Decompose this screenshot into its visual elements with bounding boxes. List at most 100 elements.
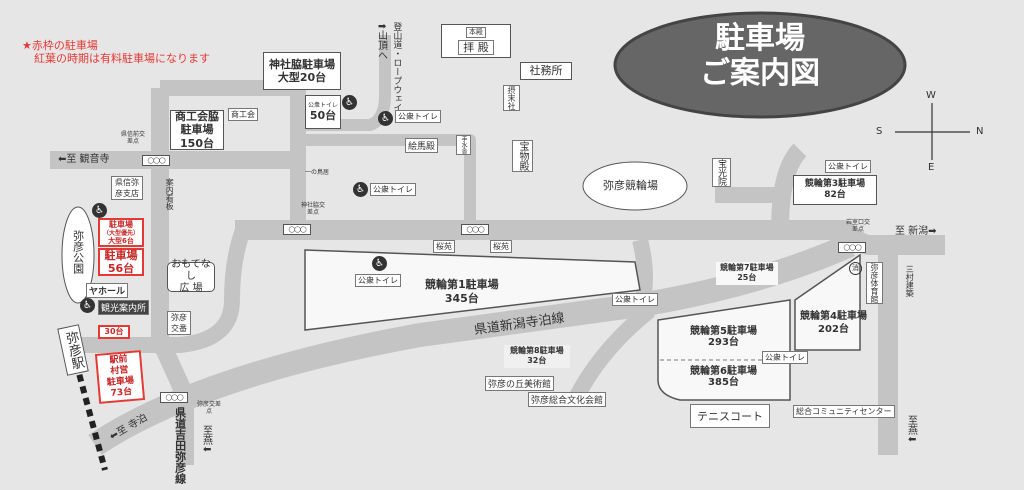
wheelchair-icon: ♿ bbox=[378, 111, 393, 126]
parking-30[interactable]: 30台 bbox=[98, 325, 130, 339]
ichinotorii: 一の鳥居 bbox=[305, 169, 330, 176]
parking-note: （大型優先） bbox=[102, 229, 139, 237]
sakuraen-left: 桜苑 bbox=[433, 240, 455, 253]
parking-name: 競輪第6駐車場 bbox=[690, 366, 757, 377]
title-ellipse bbox=[613, 11, 907, 119]
yahiko-park: 弥彦公園 bbox=[71, 230, 85, 274]
notice: ★赤枠の駐車場 紅葉の時期は有料駐車場になります bbox=[22, 39, 210, 65]
mimura-builder: 三村建築 bbox=[905, 265, 915, 297]
intersection-yahiko: 弥彦交差点 bbox=[196, 401, 221, 415]
setsumatsusha: 摂末社 bbox=[503, 85, 520, 111]
haiden-label: 拝 殿 bbox=[458, 39, 494, 55]
museum: 弥彦の丘美術館 bbox=[485, 376, 555, 391]
omotenashi-plaza: おもてなし 広 場 bbox=[167, 259, 215, 294]
parking-count: 30台 bbox=[104, 327, 124, 337]
parking-count: 大型6台 bbox=[108, 236, 134, 245]
shamusho: 社務所 bbox=[520, 62, 572, 80]
parking-name: 競輪第8駐車場 bbox=[510, 346, 564, 355]
parking-keirin8[interactable]: 競輪第8駐車場 32台 bbox=[504, 345, 570, 368]
parking-count: 大型20台 bbox=[277, 71, 327, 84]
parking-name: 駐車場 bbox=[109, 219, 133, 229]
omotenashi-line2: 広 場 bbox=[179, 283, 203, 294]
parking-count: 32台 bbox=[527, 356, 547, 366]
shokokai: 商工会 bbox=[228, 108, 258, 121]
direction-mountain-path: 登山道・ロープウェイ bbox=[391, 22, 402, 112]
compass-e: E bbox=[928, 162, 935, 173]
notice-line2: 紅葉の時期は有料駐車場になります bbox=[34, 51, 210, 65]
intersection-jinja: 神社脇交差点 bbox=[300, 202, 325, 216]
road-label-yoshida-yahiko: 県道吉田弥彦線 bbox=[173, 407, 187, 484]
compass-n: N bbox=[976, 126, 984, 137]
tourist-info: 観光案内所 bbox=[98, 300, 150, 315]
parking-name2: 駐車場 bbox=[180, 123, 214, 137]
toilet-label: 公衆トイレ bbox=[612, 293, 658, 306]
parking-keirin4[interactable]: 競輪第4駐車場 202台 bbox=[800, 310, 867, 336]
parking-name: 競輪第7駐車場 bbox=[720, 263, 774, 272]
parking-count: 150台 bbox=[180, 136, 214, 150]
compass-w: W bbox=[926, 90, 936, 101]
temizusha: 手水舎 bbox=[456, 135, 471, 155]
parking-keirin1[interactable]: 競輪第1駐車場 345台 bbox=[425, 278, 499, 307]
parking-count: 56台 bbox=[107, 262, 135, 275]
direction-tsubame-right: 至燕⬇ bbox=[905, 415, 917, 444]
bank: 県信弥彦支店 bbox=[111, 176, 143, 200]
info-board: 案内看板 bbox=[165, 178, 175, 210]
wheelchair-icon: ♿ bbox=[92, 203, 107, 218]
title-line1: 駐車場 bbox=[715, 21, 805, 56]
parking-keirin5[interactable]: 競輪第5駐車場 293台 bbox=[690, 326, 757, 348]
parking-shrine-side[interactable]: 神社脇駐車場 大型20台 bbox=[263, 52, 341, 90]
compass-icon bbox=[895, 103, 970, 160]
intersection-iwamuro: 岩室口交差点 bbox=[845, 219, 870, 233]
notice-line1: ★赤枠の駐車場 bbox=[22, 39, 98, 52]
parking-56[interactable]: 駐車場 56台 bbox=[98, 248, 144, 276]
parking-keirin3[interactable]: 競輪第3駐車場 82台 bbox=[793, 175, 877, 205]
traffic-signal-icon: ◯◯◯ bbox=[142, 155, 170, 166]
culture-hall: 弥彦総合文化会館 bbox=[528, 392, 607, 407]
wheelchair-icon: ♿ bbox=[353, 182, 368, 197]
parking-shokokai[interactable]: 商工会脇 駐車場 150台 bbox=[170, 110, 224, 150]
title-line2: ご案内図 bbox=[700, 55, 820, 91]
parking-keirin7[interactable]: 競輪第7駐車場 25台 bbox=[716, 262, 778, 285]
parking-station-front[interactable]: 駅前 村営 駐車場 73台 bbox=[94, 350, 146, 404]
yahall: ヤホール bbox=[86, 283, 129, 298]
parking-count: 82台 bbox=[824, 190, 846, 200]
wheelchair-icon: ♿ bbox=[342, 95, 357, 110]
parking-50[interactable]: 公衆トイレ 50台 bbox=[305, 95, 341, 129]
direction-summit: ⬆山頂へ bbox=[375, 22, 387, 61]
keirin56-lot bbox=[657, 299, 791, 401]
parking-large-priority[interactable]: 駐車場 （大型優先） 大型6台 bbox=[98, 218, 144, 247]
parking-keirin6[interactable]: 競輪第6駐車場 385台 bbox=[690, 366, 757, 388]
parking-count: 25台 bbox=[737, 273, 757, 283]
fire-station-icon: 消 bbox=[849, 262, 862, 275]
emaden: 絵馬殿 bbox=[405, 138, 439, 153]
parking-name: 競輪第4駐車場 bbox=[800, 311, 867, 322]
road-left-vertical bbox=[151, 88, 194, 465]
keirin4-lot bbox=[794, 253, 861, 351]
toilet-label: 公衆トイレ bbox=[762, 351, 808, 364]
tennis-court: テニスコート bbox=[690, 404, 770, 428]
parking-name: 競輪第1駐車場 bbox=[425, 278, 499, 291]
map-title: 駐車場 ご案内図 bbox=[660, 21, 860, 91]
wheelchair-icon: ♿ bbox=[372, 256, 387, 271]
parking-count: 202台 bbox=[818, 324, 849, 335]
parking-count: 73台 bbox=[110, 386, 133, 399]
direction-niigata: 至 新潟➡ bbox=[895, 226, 937, 237]
parking-name: 競輪第3駐車場 bbox=[804, 179, 866, 190]
parking-name: 神社脇駐車場 bbox=[269, 57, 335, 71]
parking-count: 50台 bbox=[309, 109, 337, 122]
parking-count: 293台 bbox=[708, 337, 739, 348]
parking-name: 競輪第5駐車場 bbox=[690, 326, 757, 337]
hokoin: 宝光院 bbox=[712, 158, 731, 187]
toilet-label: 公衆トイレ bbox=[395, 110, 441, 123]
traffic-signal-icon: ◯◯◯ bbox=[461, 224, 489, 235]
road-main bbox=[235, 220, 945, 255]
gym: 弥彦体育館 bbox=[866, 262, 883, 304]
yahiko-velodrome: 弥彦競輪場 bbox=[603, 179, 658, 192]
road-keirin3 bbox=[771, 143, 807, 231]
traffic-signal-icon: ◯◯◯ bbox=[838, 242, 866, 253]
omotenashi-line1: おもてなし bbox=[171, 259, 211, 282]
road-prefectural bbox=[88, 234, 855, 455]
toilet-label: 公衆トイレ bbox=[370, 183, 416, 196]
traffic-signal-icon: ◯◯◯ bbox=[160, 392, 188, 403]
